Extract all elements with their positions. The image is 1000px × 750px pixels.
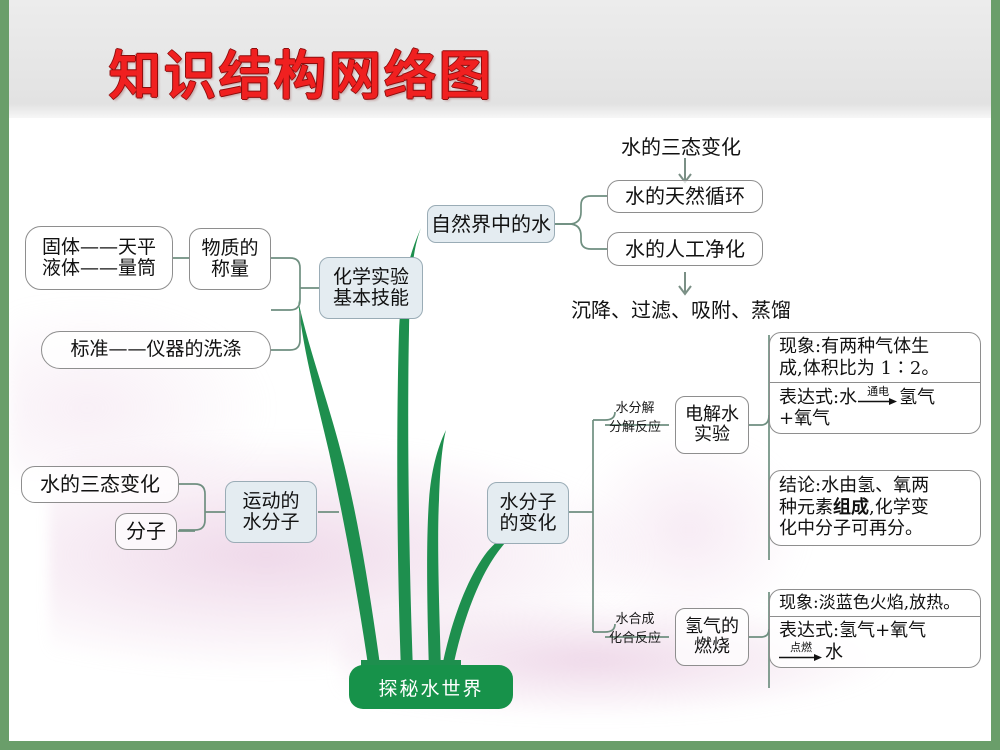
lab-skills-line-2: 基本技能 [332, 287, 409, 309]
explore-water-world-label: 探秘水世界 [378, 677, 484, 700]
card-electrolysis-conclusion: 结论:水由氢、氧两 种元素组成,化学变 化中分子可再分。 [769, 470, 981, 546]
decompose-tag-line-1: 水分解 [615, 401, 655, 416]
decompose-tag-line-2: 分解反应 [608, 419, 661, 435]
conclusion-line-1: 结论:水由氢、氧两 [779, 475, 930, 496]
combustion-reaction-arrow: 点燃 [779, 642, 823, 662]
weighing-line-2: 称量 [210, 258, 249, 280]
electrolysis-phenomenon-row: 现象:有两种气体生 成,体积比为 1∶2。 [770, 333, 980, 382]
conclusion-line-3: 化中分子可再分。 [779, 518, 923, 540]
combustion-phenomenon-row: 现象:淡蓝色火焰,放热。 [770, 590, 980, 616]
moving-water-line-2: 水分子 [242, 511, 300, 533]
electrolysis-product-line-2: +氧气 [779, 408, 831, 430]
node-water-molecule-change: 水分子 的变化 [487, 482, 569, 544]
node-water-three-states: 水的三态变化 [21, 466, 179, 503]
water-molecule-change-line-2: 的变化 [499, 512, 557, 534]
weighing-line-1: 物质的 [201, 236, 259, 259]
molecule-label: 分子 [126, 519, 166, 544]
measuring-line-1: 固体——天平 [41, 235, 156, 258]
label-water-synthesis: 水合成 化合反应 [601, 611, 669, 649]
node-artificial-water-purification: 水的人工净化 [607, 232, 763, 266]
combustion-expression-line-1: 表达式:氢气+氧气 [779, 620, 927, 642]
down-arrow-top [678, 158, 692, 184]
measuring-line-2: 液体——量筒 [41, 257, 156, 279]
electrolysis-line-1: 电解水 [685, 403, 739, 425]
synthesize-tag-line-1: 水合成 [615, 612, 655, 627]
electrolysis-phenomenon-line-1: 现象:有两种气体生 [779, 336, 930, 357]
electrolysis-product-line-1: 氢气 [899, 386, 936, 408]
node-explore-water-world: 探秘水世界 [349, 665, 513, 709]
combustion-product: 水 [825, 642, 843, 664]
node-substance-weighing: 物质的 称量 [189, 228, 271, 290]
hydrogen-combustion-line-1: 氢气的 [685, 615, 739, 637]
slide-header-band [9, 0, 991, 118]
electrolysis-phenomenon-line-2: 成,体积比为 1∶2。 [779, 357, 940, 379]
lab-skills-line-1: 化学实验 [332, 265, 409, 288]
card-electrolysis-details: 现象:有两种气体生 成,体积比为 1∶2。 表达式:水 通电 氢气 +氧气 [769, 332, 981, 434]
conclusion-line-2-pre: 种元素 [779, 496, 833, 518]
artificial-purification-label: 水的人工净化 [625, 236, 745, 261]
electrolysis-condition: 通电 [867, 385, 890, 399]
node-measuring-instruments: 固体——天平 液体——量筒 [25, 226, 173, 290]
electrolysis-reaction-arrow: 通电 [858, 386, 898, 406]
node-hydrogen-combustion: 氢气的 燃烧 [675, 608, 749, 666]
moving-water-line-1: 运动的 [242, 489, 300, 512]
water-in-nature-label: 自然界中的水 [431, 211, 551, 236]
node-electrolysis-experiment: 电解水 实验 [675, 396, 749, 454]
down-arrow-bottom [678, 272, 692, 296]
page-title: 知识结构网络图 [109, 46, 495, 107]
card-combustion-details: 现象:淡蓝色火焰,放热。 表达式:氢气+氧气 点燃 水 [769, 589, 981, 668]
label-water-three-states-top: 水的三态变化 [621, 135, 741, 159]
hydrogen-combustion-line-2: 燃烧 [694, 636, 730, 657]
combustion-phenomenon: 现象:淡蓝色火焰,放热。 [779, 593, 961, 613]
node-water-in-nature: 自然界中的水 [427, 205, 555, 243]
combustion-condition: 点燃 [790, 640, 812, 654]
natural-water-cycle-label: 水的天然循环 [625, 184, 745, 209]
node-moving-water-molecules: 运动的 水分子 [225, 481, 317, 543]
apparatus-washing-label: 标准——仪器的洗涤 [70, 338, 242, 361]
water-three-states-label: 水的三态变化 [40, 472, 160, 497]
label-purification-methods: 沉降、过滤、吸附、蒸馏 [571, 298, 791, 322]
conclusion-line-2-post: ,化学变 [869, 496, 929, 518]
electrolysis-line-2: 实验 [694, 424, 730, 445]
conclusion-keyword-composition: 组成 [833, 496, 869, 518]
node-natural-water-cycle: 水的天然循环 [607, 180, 763, 213]
node-lab-basic-skills: 化学实验 基本技能 [319, 257, 423, 319]
conclusion-line-2: 种元素组成,化学变 [779, 497, 973, 519]
synthesize-tag-line-2: 化合反应 [608, 630, 661, 646]
node-apparatus-washing: 标准——仪器的洗涤 [41, 331, 271, 369]
water-molecule-change-line-1: 水分子 [499, 490, 557, 513]
electrolysis-expression-prefix: 表达式:水 [779, 386, 858, 408]
electrolysis-expression-row: 表达式:水 通电 氢气 +氧气 [770, 382, 980, 433]
conclusion-row: 结论:水由氢、氧两 种元素组成,化学变 化中分子可再分。 [770, 471, 980, 545]
node-molecule: 分子 [115, 513, 177, 550]
combustion-expression-row: 表达式:氢气+氧气 点燃 水 [770, 616, 980, 667]
label-water-decomposition: 水分解 分解反应 [605, 400, 665, 438]
